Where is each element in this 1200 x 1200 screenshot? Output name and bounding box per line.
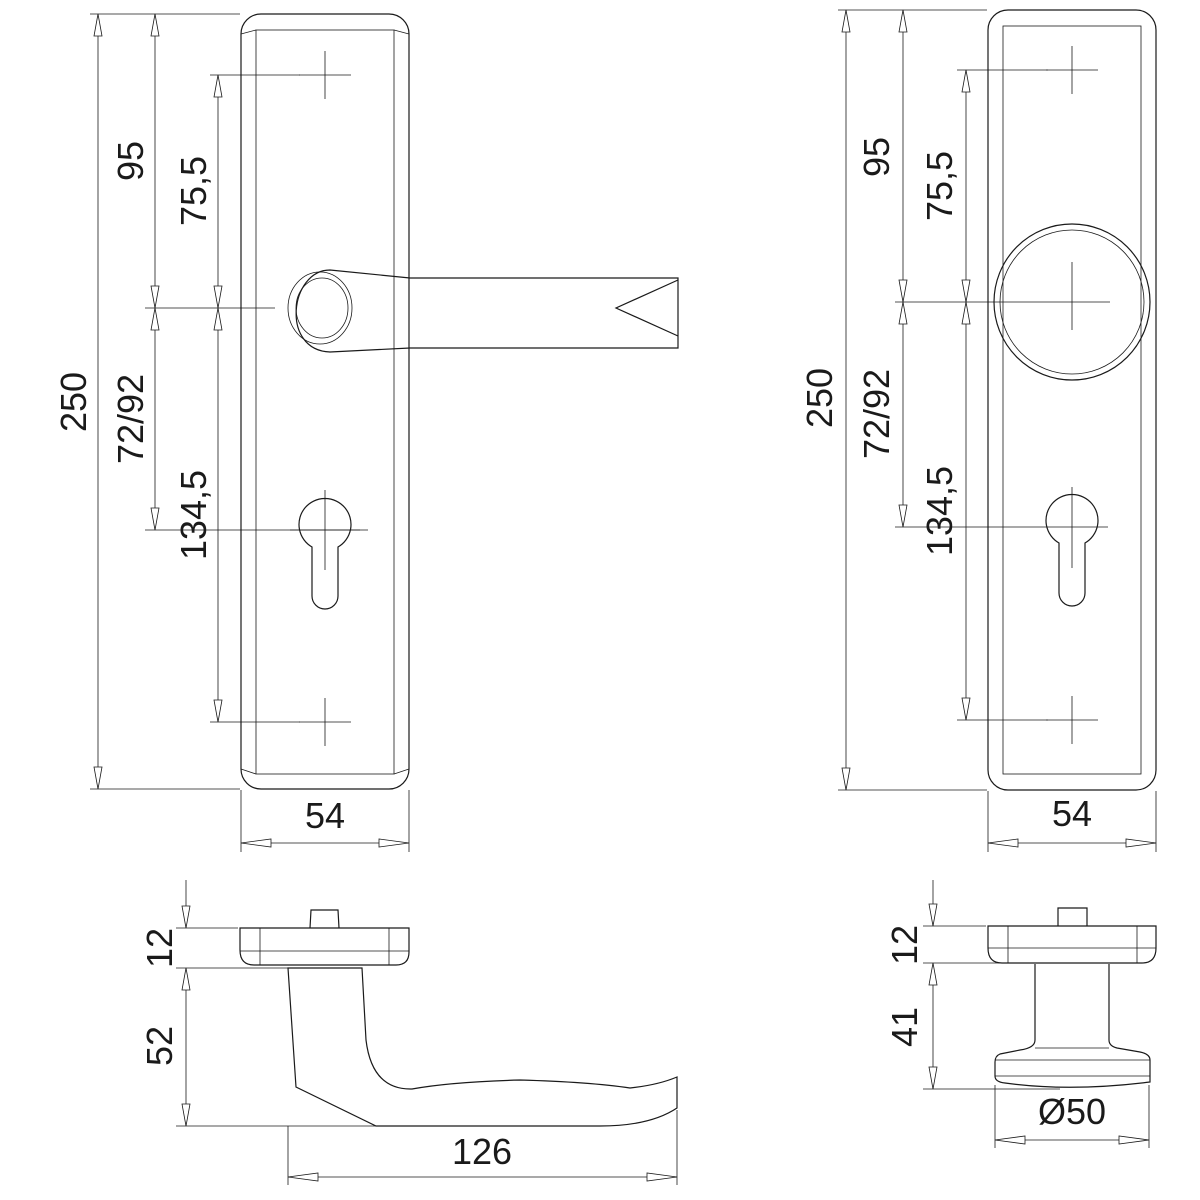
dim-projection: 41 — [884, 1007, 925, 1047]
dim-handle-to-cylinder: 72/92 — [110, 374, 151, 464]
knob-front-view: 250 95 72/92 75,5 134,5 54 — [799, 9, 1157, 852]
dim-plate-thickness: 12 — [139, 928, 180, 968]
dim-diameter: Ø50 — [1038, 1091, 1106, 1132]
dim-top-to-handle: 95 — [110, 141, 151, 181]
dim-top-to-handle: 95 — [856, 137, 897, 177]
knob-side-view: 12 41 Ø50 — [884, 880, 1157, 1148]
dim-width: 54 — [305, 795, 345, 836]
dim-handle-to-screw: 134,5 — [919, 466, 960, 556]
dim-handle-to-screw: 134,5 — [173, 470, 214, 560]
dim-total-height: 250 — [53, 372, 94, 432]
dim-projection: 52 — [139, 1026, 180, 1066]
dim-handle-to-cylinder: 72/92 — [856, 369, 897, 459]
lever-side-view: 12 52 126 — [139, 880, 678, 1185]
dim-plate-thickness: 12 — [884, 925, 925, 965]
dim-screw-to-handle: 75,5 — [919, 151, 960, 221]
dim-screw-to-handle: 75,5 — [173, 156, 214, 226]
dim-width: 54 — [1052, 793, 1092, 834]
lever-front-view: 250 95 72/92 75,5 134,5 54 — [53, 13, 679, 852]
dim-lever-length: 126 — [452, 1131, 512, 1172]
dim-total-height: 250 — [799, 368, 840, 428]
